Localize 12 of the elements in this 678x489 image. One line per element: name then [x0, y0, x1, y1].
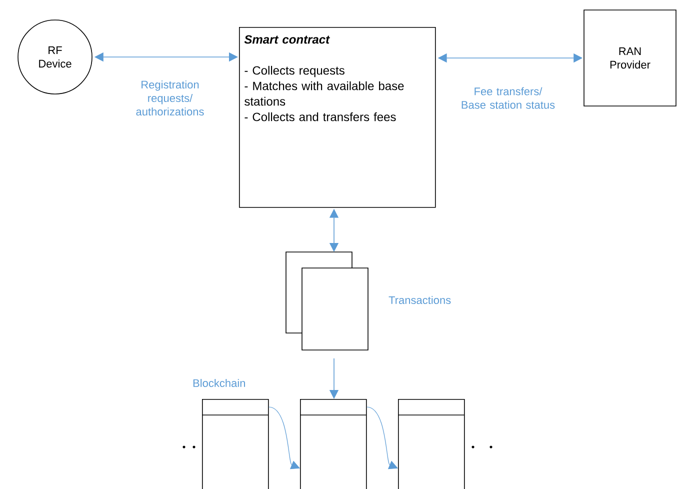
block-box	[202, 399, 269, 489]
provider-box: RAN Provider	[584, 10, 676, 106]
chain-label: Blockchain	[193, 378, 245, 388]
arrow	[268, 406, 300, 470]
arrow	[366, 406, 398, 470]
block-box	[300, 399, 367, 489]
document-stack	[286, 252, 368, 350]
stack-caption: Transactions	[388, 296, 451, 304]
edge-label: Fee transfers/ Base station status	[462, 87, 555, 109]
block-box	[398, 399, 465, 489]
contract-box: Smart contract - Collects requests - Matches with available base stations - Collects and transfers fees	[239, 27, 436, 208]
edge-label: Registration requests/ authorizations	[136, 80, 204, 116]
